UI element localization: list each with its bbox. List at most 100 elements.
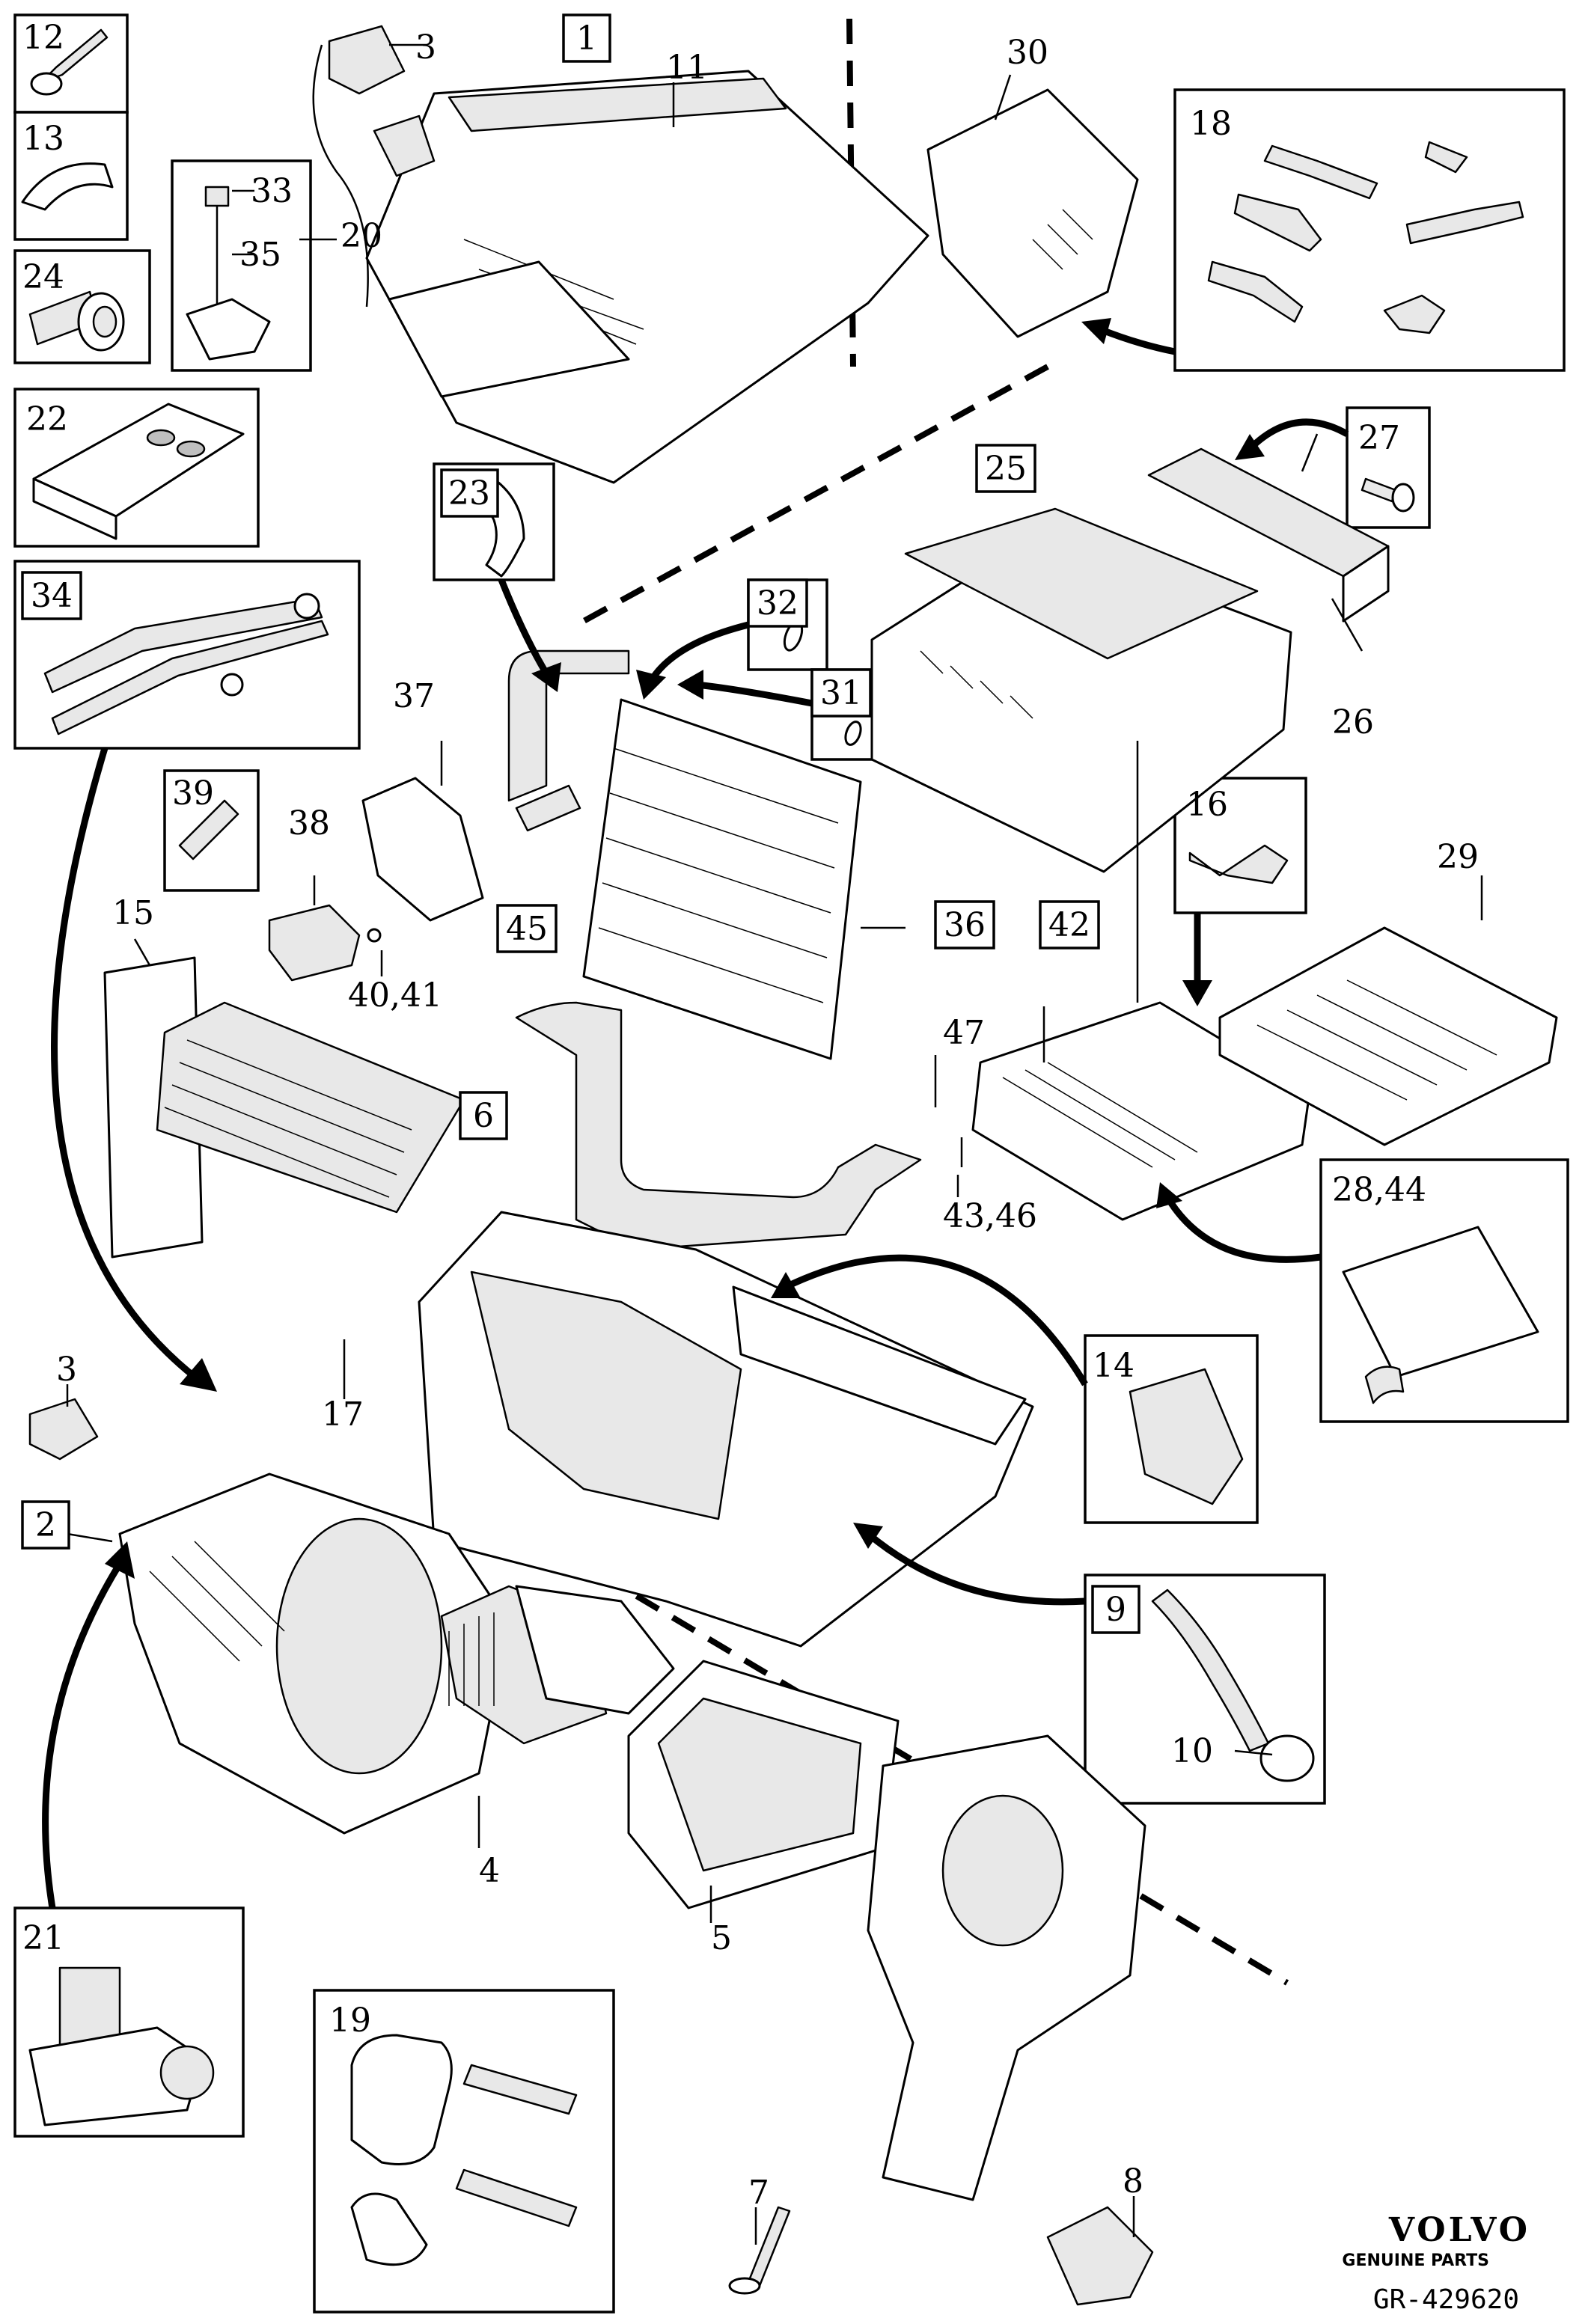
label-40-41: 40,41 — [348, 976, 442, 1015]
diagram-code: GR-429620 — [1373, 2284, 1519, 2315]
inset-14 — [1084, 1334, 1259, 1524]
label-box-45 — [496, 904, 558, 953]
upper-housing — [365, 70, 929, 484]
label-15: 15 — [112, 894, 154, 932]
cover-bar — [1147, 447, 1390, 623]
leader-lines — [66, 43, 1483, 2245]
label-box-42 — [1039, 900, 1100, 950]
label-box-31 — [810, 668, 872, 718]
label-4: 4 — [479, 1852, 500, 1890]
actuator-lower — [28, 1398, 99, 1461]
bolt-icon — [40, 28, 109, 84]
evaporator-icon — [582, 698, 862, 1060]
inset-19 — [313, 1989, 615, 2314]
label-box-6 — [459, 1091, 508, 1140]
label-39: 39 — [172, 774, 214, 813]
label-8: 8 — [1123, 2162, 1143, 2201]
bolt-7 — [728, 2206, 791, 2295]
inset-33-35 — [171, 159, 312, 372]
actuator-30 — [926, 88, 1139, 338]
resistor-8 — [1046, 2206, 1154, 2306]
label-box-25 — [975, 444, 1036, 493]
label-18: 18 — [1190, 105, 1232, 143]
label-box-2 — [21, 1500, 70, 1550]
label-box-34 — [21, 571, 82, 620]
inset-24 — [13, 249, 151, 364]
label-16: 16 — [1186, 786, 1228, 824]
label-3-lower: 3 — [56, 1351, 77, 1389]
seal-icon — [350, 2034, 453, 2165]
evaporator-pipes — [507, 649, 630, 832]
arrows — [42, 318, 1349, 1909]
inset-27 — [1346, 406, 1431, 529]
lower-housing — [627, 1660, 1146, 2201]
blower-motor — [440, 1585, 675, 1745]
label-37: 37 — [393, 677, 435, 715]
label-14: 14 — [1093, 1347, 1135, 1385]
hose-icon — [515, 1001, 922, 1251]
label-box-32 — [747, 578, 808, 628]
label-28-44: 28,44 — [1332, 1171, 1426, 1209]
filter-29 — [1218, 926, 1558, 1146]
label-9: 9 — [1105, 1591, 1126, 1629]
linkage-icon — [43, 597, 323, 694]
label-32: 32 — [757, 584, 798, 623]
label-33: 33 — [251, 172, 293, 210]
sensor-icon — [1188, 844, 1289, 884]
bracket-icon — [1342, 1226, 1539, 1378]
brand-subtitle: GENUINE PARTS — [1342, 2251, 1489, 2270]
label-42: 42 — [1048, 906, 1090, 944]
label-35: 35 — [239, 236, 281, 274]
label-47: 47 — [943, 1014, 985, 1052]
label-2: 2 — [35, 1506, 56, 1544]
clip-icon — [21, 162, 114, 211]
heater-hoses — [515, 1001, 922, 1251]
brand-block: VOLVO GENUINE PARTS GR-429620 — [1342, 2211, 1530, 2315]
label-27: 27 — [1358, 419, 1400, 457]
clip-nut-icon — [186, 298, 271, 361]
label-25: 25 — [985, 450, 1027, 488]
inset-22 — [13, 388, 260, 548]
label-12: 12 — [22, 19, 64, 57]
label-30: 30 — [1007, 34, 1048, 72]
flap-icon — [1129, 1368, 1244, 1505]
label-7: 7 — [748, 2174, 769, 2212]
label-31: 31 — [820, 674, 862, 712]
label-box-23 — [440, 468, 499, 518]
label-13: 13 — [22, 120, 64, 158]
label-19: 19 — [329, 2002, 371, 2040]
inset-12 — [13, 13, 129, 114]
label-38: 38 — [288, 804, 330, 843]
part-labels: 1 2 3 3 4 5 6 7 8 9 10 11 12 13 14 15 16… — [21, 13, 1479, 2212]
label-24: 24 — [22, 258, 64, 296]
screw-icon — [178, 799, 239, 860]
evaporator-core — [582, 698, 862, 1060]
expansion-valve — [268, 904, 382, 982]
label-29: 29 — [1437, 838, 1479, 876]
label-23: 23 — [448, 474, 490, 513]
inset-39 — [163, 769, 260, 892]
o-ring-icon — [844, 721, 862, 746]
motor-icon — [28, 1398, 99, 1461]
brand-name: VOLVO — [1388, 2211, 1530, 2249]
label-45: 45 — [506, 910, 548, 948]
inset-34 — [13, 560, 361, 750]
actuator-shaft-icon — [1263, 144, 1378, 200]
label-5: 5 — [711, 1919, 732, 1957]
label-26: 26 — [1332, 703, 1374, 741]
label-10: 10 — [1171, 1732, 1213, 1770]
bolt-icon — [747, 2206, 791, 2287]
label-box-9 — [1091, 1585, 1140, 1634]
inset-18 — [1173, 88, 1566, 372]
actuator-top — [312, 25, 436, 308]
inset-13 — [13, 111, 129, 241]
label-22: 22 — [26, 400, 68, 438]
label-34: 34 — [31, 577, 73, 615]
blower-housing — [118, 1473, 510, 1835]
label-box-1 — [562, 13, 611, 63]
inset-16 — [1173, 777, 1307, 914]
inset-9-10 — [1084, 1574, 1326, 1805]
inset-28-44 — [1319, 1158, 1569, 1423]
seal-37 — [361, 777, 484, 922]
